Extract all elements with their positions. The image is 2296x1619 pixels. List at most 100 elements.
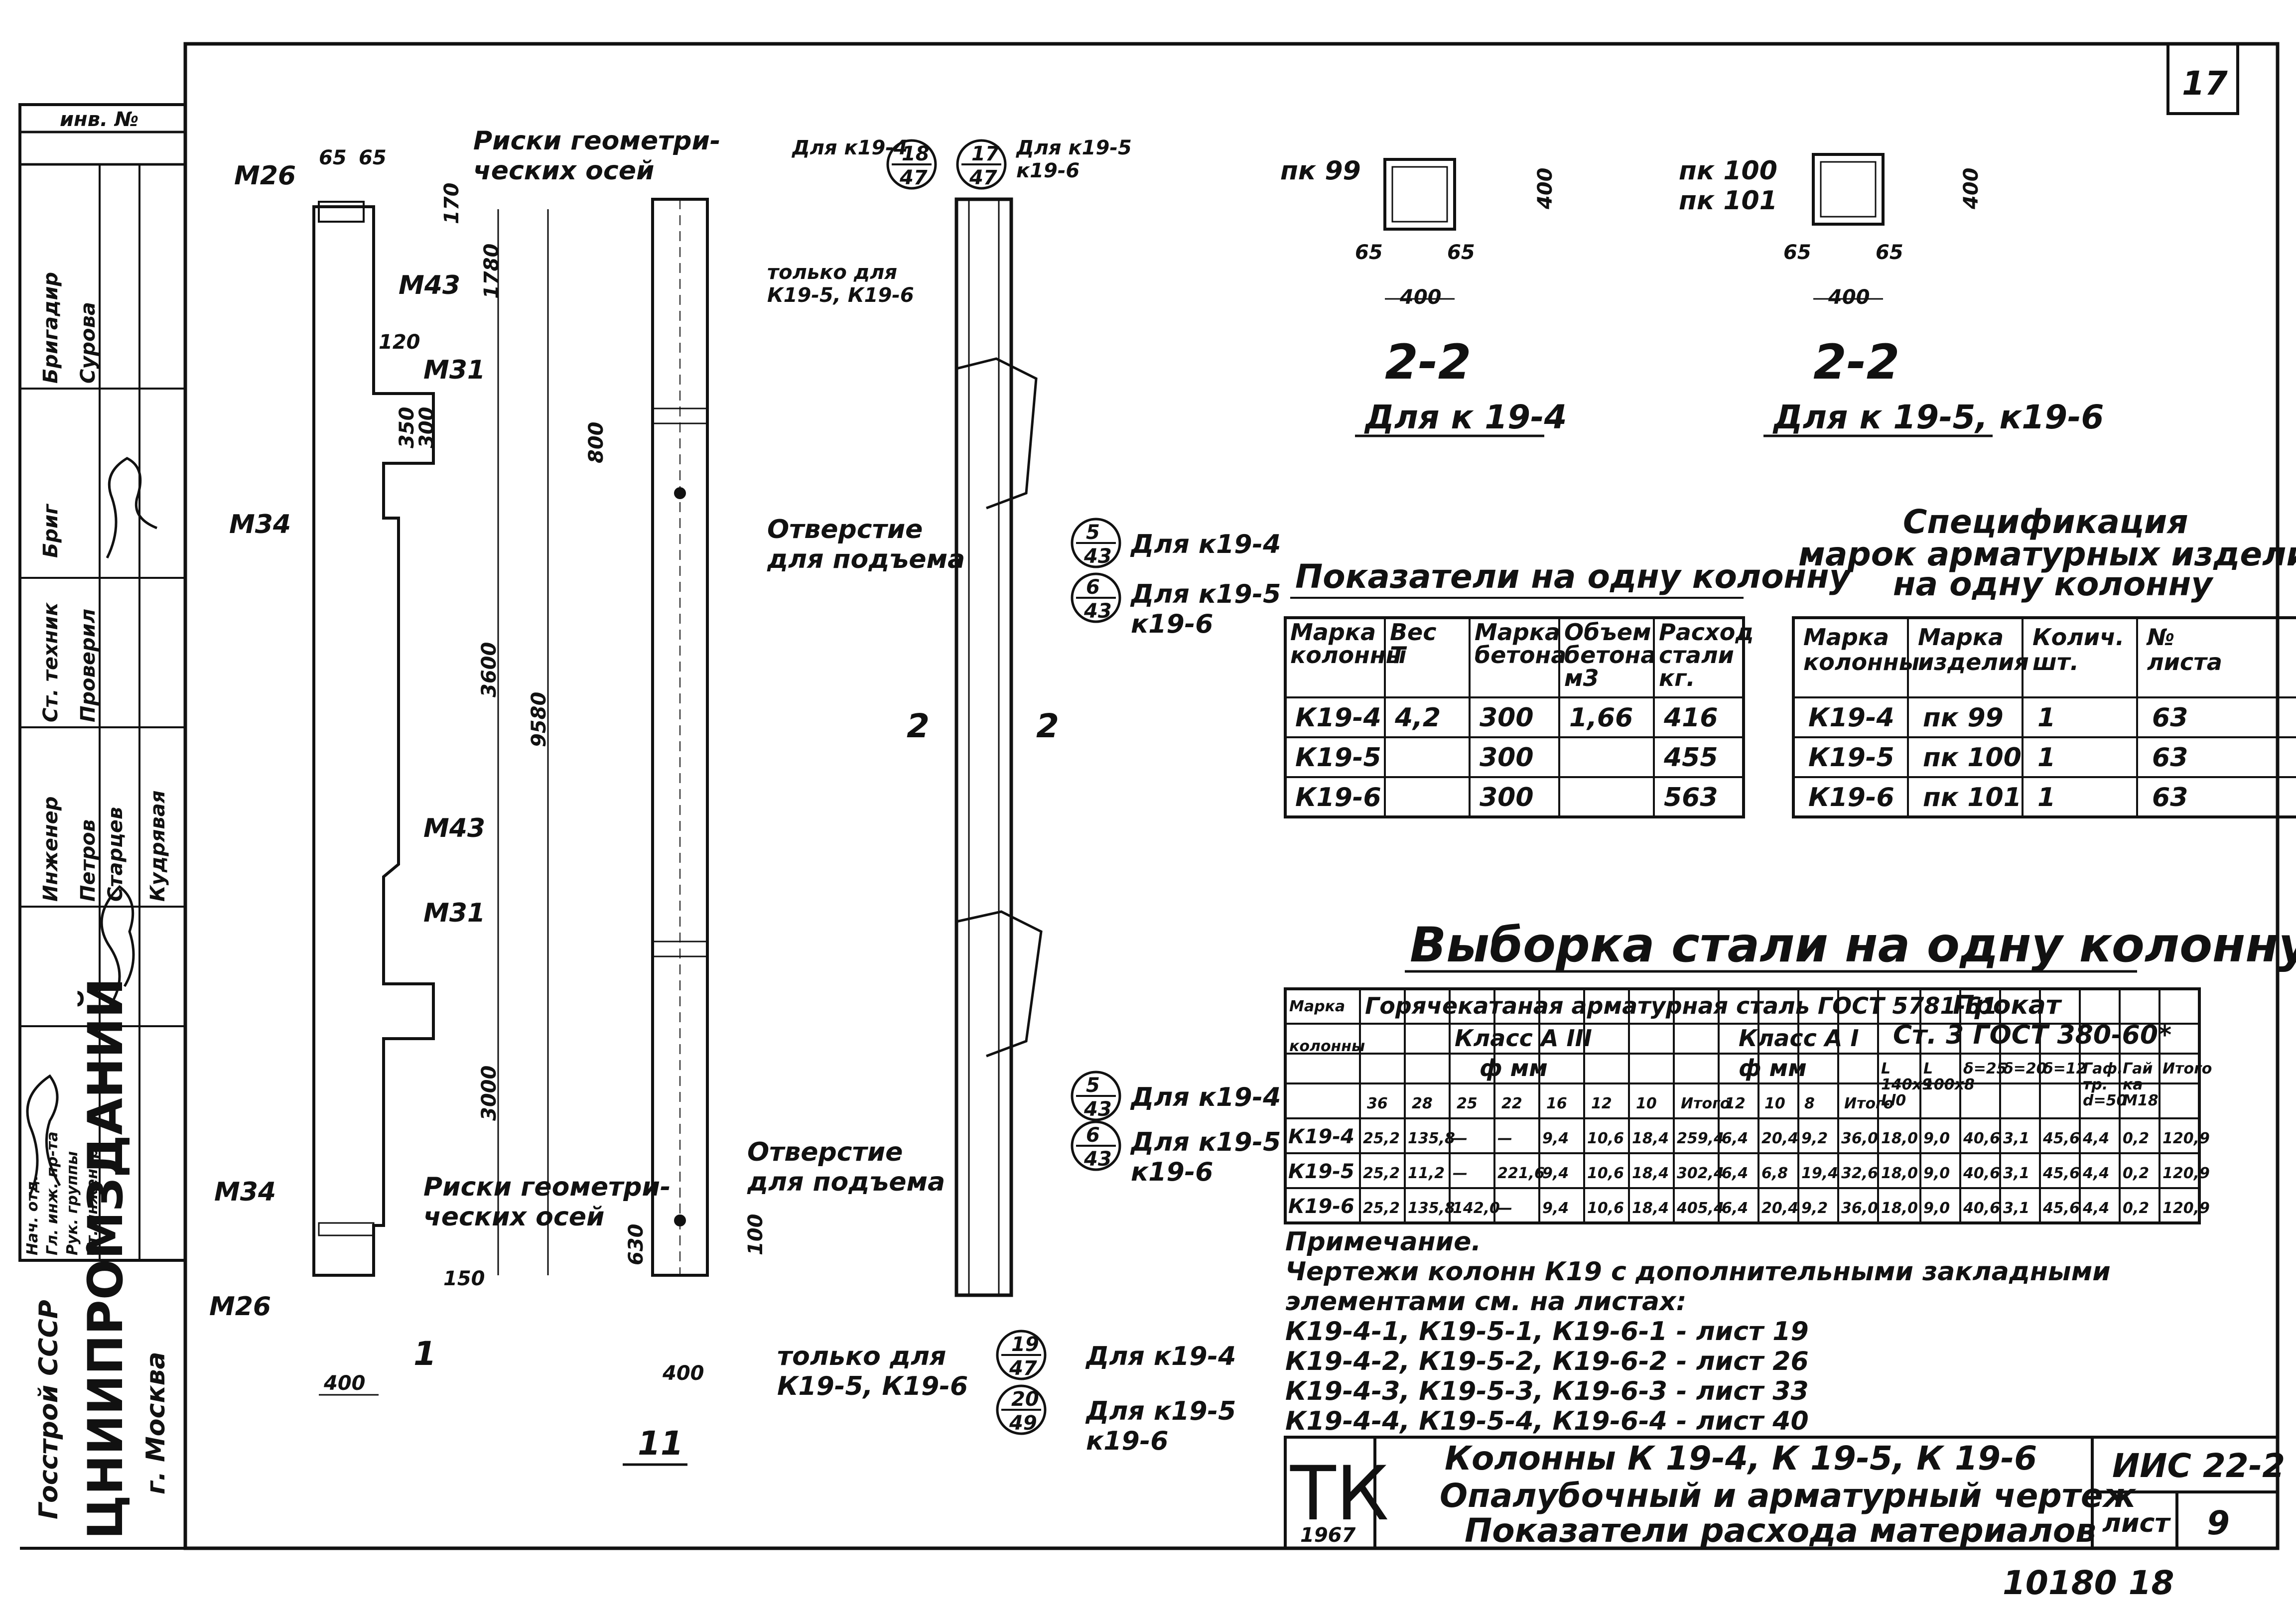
dim-400b: 400 xyxy=(662,1362,704,1385)
table-header-cell: Итого xyxy=(1681,1095,1730,1112)
table-cell: 563 xyxy=(1664,783,1718,812)
table-cell: К19-4 xyxy=(1295,703,1381,733)
table-cell: пк 99 xyxy=(1923,703,2004,733)
label-m26-bot: М26 xyxy=(209,1292,271,1322)
table-cell: 120,9 xyxy=(2162,1200,2210,1217)
table-cell: 0,2 xyxy=(2123,1130,2149,1147)
left-stamp: инв. № Бригадир Сурова Бриг Ст. техник П… xyxy=(18,103,187,1539)
table-cell: 25,2 xyxy=(1363,1200,1400,1217)
table-cell: 9,4 xyxy=(1542,1165,1569,1182)
table-frame xyxy=(1284,987,2201,1224)
risk-axes-label-bot: Риски геометри-ческих осей xyxy=(423,1172,671,1232)
table-cell: 221,6 xyxy=(1497,1165,1545,1182)
table-cell: 10,6 xyxy=(1587,1130,1624,1147)
table-cell: 300 xyxy=(1480,703,1534,733)
stamp-role-2: Бриг xyxy=(39,504,62,558)
bubble-number: 6 xyxy=(1086,1124,1100,1147)
section-2-2-detail-a: пк 99 400 400 65 65 2-2 Для к 19-4 xyxy=(1280,156,1567,437)
detail-a-edge-l: 65 xyxy=(1355,241,1383,264)
table-cell: 300 xyxy=(1480,783,1534,812)
org-top: Госстрой СССР xyxy=(34,1300,64,1519)
table-cell: К19-4 xyxy=(1808,703,1894,733)
table-cell: 302,4 xyxy=(1677,1165,1724,1182)
detail-b-for: Для к 19-5, к19-6 xyxy=(1772,398,2104,436)
section-2-right: 2 xyxy=(1036,707,1059,745)
table-header-cell: Вес xyxy=(1390,619,1437,646)
bubble-sheet: 49 xyxy=(1009,1412,1037,1435)
series-code: ИИС 22-2 xyxy=(2112,1447,2285,1485)
table-cell: 9,4 xyxy=(1542,1130,1569,1147)
table-cell: 9,4 xyxy=(1542,1200,1569,1217)
callout-bubble xyxy=(886,139,937,190)
table-header-cell: Марка xyxy=(1289,998,1345,1015)
table-header-cell: шт. xyxy=(2032,649,2079,675)
table-header-cell: Итого xyxy=(1844,1095,1893,1112)
table-cell: 9,0 xyxy=(1923,1130,1950,1147)
label-m43-a: М43 xyxy=(399,270,460,300)
table-cell: 1 xyxy=(2037,783,2055,812)
detail-b-edge-l: 65 xyxy=(1783,241,1811,264)
callout-bubble xyxy=(996,1384,1047,1435)
table-cell: 1 xyxy=(2037,743,2055,773)
signature-stamp-3 xyxy=(26,1074,61,1196)
table-cell: 63 xyxy=(2152,783,2188,812)
table-cell: 0,2 xyxy=(2123,1165,2149,1182)
table-cell: 0,2 xyxy=(2123,1200,2149,1217)
table-cell: К19-6 xyxy=(1808,783,1894,812)
stamp-role-3: Ст. техник xyxy=(39,602,62,722)
title-block: ТК 1967 Колонны К 19-4, К 19-5, К 19-6 О… xyxy=(1284,1436,2285,1550)
for-k19-4-b: Для к19-4 xyxy=(1130,1082,1281,1112)
table-cell: 416 xyxy=(1663,703,1718,733)
table-header-cell: 28 xyxy=(1412,1095,1433,1112)
table-header-cell: Объем xyxy=(1564,619,1651,646)
table-cell: 135,8 xyxy=(1408,1130,1455,1147)
dim-9580: 9580 xyxy=(528,692,550,747)
bubble-sheet: 47 xyxy=(1009,1357,1037,1380)
stamp-role-10: Ст. инженер xyxy=(84,1148,101,1255)
bubble-sheet: 47 xyxy=(899,166,928,189)
bubble-sheet: 47 xyxy=(969,166,997,189)
bubble-number: 18 xyxy=(902,142,930,165)
table-cell: 1,66 xyxy=(1569,703,1633,733)
table-header-cell: Марка xyxy=(1803,624,1889,651)
inventory-label: инв. № xyxy=(60,108,138,131)
detail-a-title: 2-2 xyxy=(1385,334,1471,390)
table-cell: 1 xyxy=(2037,703,2055,733)
table-cell: — xyxy=(1453,1130,1468,1147)
note-line-4: К19-4-2, К19-5-2, К19-6-2 - лист 26 xyxy=(1285,1347,1809,1376)
bubble-sheet: 43 xyxy=(1083,545,1112,568)
callout-bubble xyxy=(956,139,1007,190)
bubble-number: 5 xyxy=(1086,521,1100,544)
for-k19-4-c: Для к19-4 xyxy=(1085,1342,1236,1371)
indicators-title: Показатели на одну колонну xyxy=(1295,557,1852,596)
table-cell: 3,1 xyxy=(2003,1130,2029,1147)
signature-stamp-1 xyxy=(106,457,157,559)
stamp-name-4: Петров xyxy=(77,819,100,902)
table-cell: К19-6 xyxy=(1295,783,1381,812)
table-cell: 6,4 xyxy=(1722,1130,1748,1147)
detail-b-parts-2: пк 101 xyxy=(1679,186,1777,216)
table-cell: 18,0 xyxy=(1881,1165,1918,1182)
table-header-cell: Класс А I xyxy=(1739,1025,1859,1052)
label-m34-b: М34 xyxy=(214,1177,276,1207)
column-view-1: 65 65 170 1780 120 350 300 3600 9580 300… xyxy=(209,126,721,1396)
table-cell: 18,0 xyxy=(1881,1200,1918,1217)
dim-65a: 65 xyxy=(319,146,347,169)
table-cell: 300 xyxy=(1480,743,1534,773)
table-header-cell: колонны xyxy=(1803,649,1919,675)
table-header-cell: Ст. 3 ГОСТ 380-60* xyxy=(1893,1020,2171,1050)
table-cell: К19-5 xyxy=(1295,743,1381,773)
detail-a-part: пк 99 xyxy=(1280,156,1361,186)
table-cell: К19-5 xyxy=(1288,1160,1354,1183)
table-cell: 20,4 xyxy=(1761,1130,1798,1147)
table-header-cell: 12 xyxy=(1725,1095,1746,1112)
table-header-cell: 12 xyxy=(1591,1095,1612,1112)
table-header-cell: колонны xyxy=(1290,642,1406,669)
table-header-cell: 100х8 xyxy=(1923,1076,1975,1093)
callout-bubble xyxy=(1071,1071,1121,1121)
table-header-cell: Прокат xyxy=(1953,990,2062,1020)
